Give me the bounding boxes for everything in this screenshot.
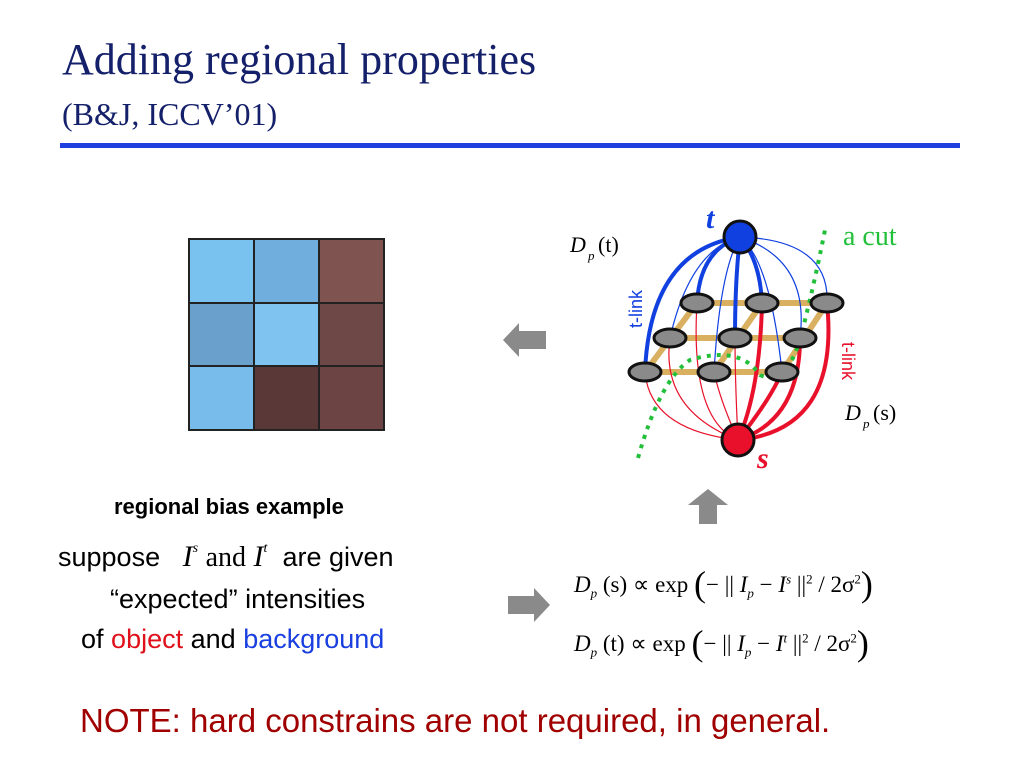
var-i-t: It [253, 540, 268, 573]
svg-text:(t): (t) [598, 232, 619, 257]
tlink-label-bottom: t-link [838, 342, 858, 381]
dp-s-label: D p (s) [844, 400, 896, 431]
dp-t-label: D p (t) [569, 232, 619, 263]
tlink-label-top: t-link [626, 289, 646, 328]
grid-cell [319, 239, 384, 303]
slide-title: Adding regional properties [62, 35, 537, 84]
regional-bias-grid [188, 238, 385, 431]
grid-cell [189, 366, 254, 430]
description-line-2: “expected” intensities [110, 584, 366, 614]
svg-text:D: D [844, 400, 861, 425]
grid-cell [319, 302, 384, 367]
grid-cell [254, 239, 319, 303]
grid-cell [189, 302, 254, 367]
arrow-up-icon [688, 489, 728, 524]
title-underline [60, 143, 960, 148]
grid-cell [254, 302, 319, 367]
formula-dp-t: Dp (t) ∝ exp (− || Ip − It ||2 / 2σ2) [574, 623, 869, 663]
svg-text:D: D [569, 232, 586, 257]
arrow-right-icon [508, 588, 550, 622]
svg-text:p: p [587, 248, 595, 263]
suppose-text: suppose [58, 542, 161, 572]
arrow-left-icon [503, 323, 546, 357]
svg-text:p: p [862, 416, 870, 431]
svg-text:(s): (s) [873, 400, 896, 425]
slide-subtitle: (B&J, ICCV’01) [62, 96, 278, 132]
terminal-s-node [720, 422, 756, 458]
are-given-text: are given [282, 542, 394, 572]
formula-dp-s: Dp (s) ∝ exp (− || Ip − Is ||2 / 2σ2) [574, 564, 873, 604]
description-line-1: suppose Is and It are given [58, 540, 394, 574]
description-line-3: of object and background [81, 624, 385, 654]
note-text: NOTE: hard constrains are not required, … [80, 702, 831, 739]
cut-line [636, 229, 827, 459]
node-t-label: t [706, 202, 716, 235]
grid-caption: regional bias example [114, 494, 344, 519]
var-i-s: Is [182, 540, 199, 573]
object-word: object [111, 624, 184, 654]
grid-cell [254, 366, 319, 430]
terminal-t-node [722, 219, 758, 255]
grid-cell [189, 239, 254, 303]
grid-cell [319, 366, 384, 430]
background-word: background [243, 624, 385, 654]
node-s-label: s [756, 442, 769, 475]
pixel-nodes [627, 292, 845, 383]
cut-label: a cut [843, 221, 897, 252]
and-word: and [205, 542, 247, 573]
